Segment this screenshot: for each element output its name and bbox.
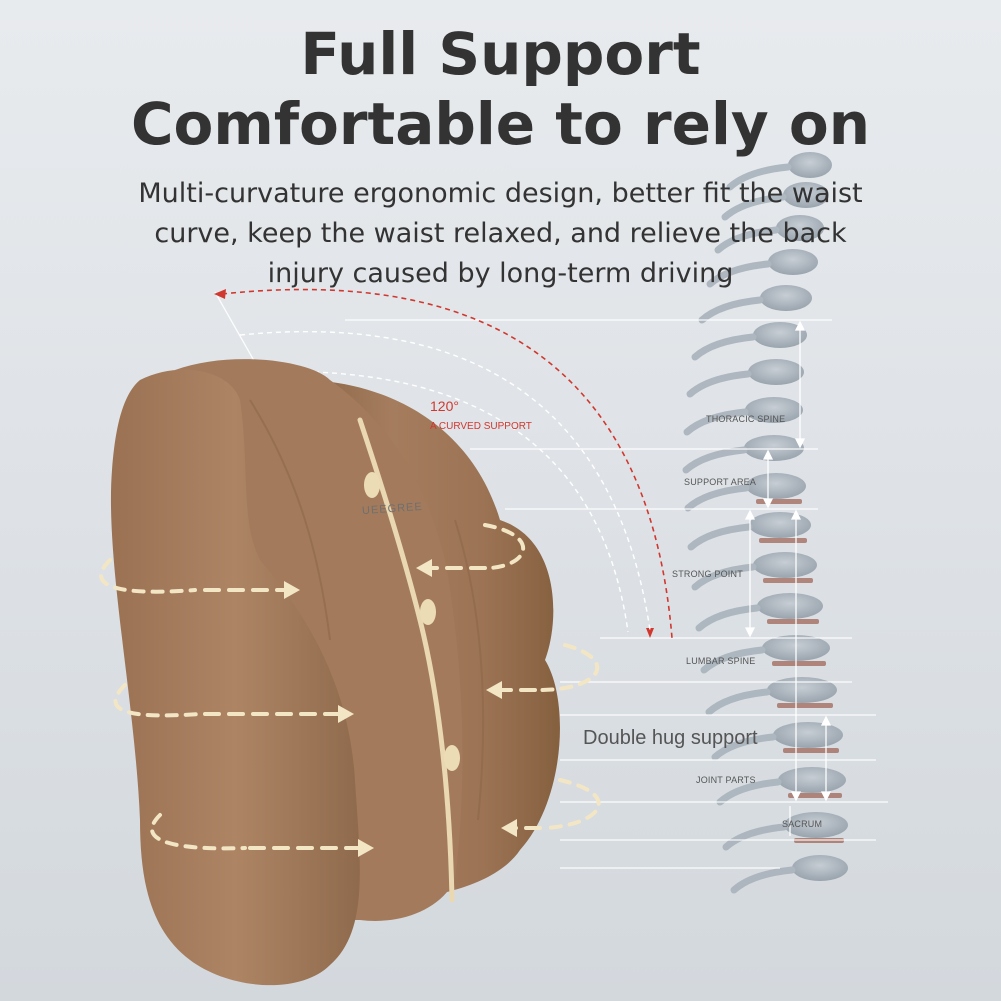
label-joint-parts: JOINT PARTS xyxy=(696,775,756,785)
vertebra-process xyxy=(716,778,782,806)
vertebra-process xyxy=(684,484,750,512)
intervertebral-disc xyxy=(759,538,807,543)
vertebra-process xyxy=(705,688,771,716)
vertebra xyxy=(778,767,846,793)
vertebra xyxy=(788,152,832,178)
vertebra-process xyxy=(721,193,787,221)
vertebra xyxy=(773,722,843,748)
vertebra-process xyxy=(706,260,772,288)
intervertebral-disc xyxy=(756,499,802,504)
vertebra xyxy=(757,593,823,619)
vertebra xyxy=(753,322,807,348)
vertebra xyxy=(753,552,817,578)
vertebra-process xyxy=(686,370,752,398)
vertebra xyxy=(784,812,848,838)
vertebra xyxy=(767,677,837,703)
vertebra xyxy=(783,182,829,208)
vertebra-process xyxy=(698,296,764,324)
vertebra xyxy=(768,249,818,275)
vertebra-process xyxy=(711,733,777,761)
vertebra-process xyxy=(730,866,796,894)
intervertebral-disc xyxy=(783,748,839,753)
intervertebral-disc xyxy=(767,619,819,624)
vertebra xyxy=(749,512,811,538)
vertebra-process xyxy=(722,823,788,851)
hug-arrows xyxy=(99,523,601,851)
curve-angle-label: 120° xyxy=(430,398,459,414)
lumbar-cushion xyxy=(110,359,560,986)
vertebra-process xyxy=(714,226,780,254)
label-support-area: SUPPORT AREA xyxy=(684,477,757,487)
description-line-2: curve, keep the waist relaxed, and relie… xyxy=(154,218,847,249)
vertebra xyxy=(776,215,824,241)
label-strong-point: STRONG POINT xyxy=(672,569,743,579)
headline-line-1: Full Support xyxy=(300,20,701,88)
vertebra-process xyxy=(726,163,792,191)
intervertebral-disc xyxy=(772,661,826,666)
vertebra-process xyxy=(691,333,757,361)
label-thoracic-spine: THORACIC SPINE xyxy=(706,414,786,424)
vertebra-process xyxy=(687,523,753,551)
headline-line-2: Comfortable to rely on xyxy=(130,90,871,158)
guide-lines xyxy=(214,291,888,869)
description: Multi-curvature ergonomic design, better… xyxy=(100,174,901,294)
intervertebral-disc xyxy=(777,703,833,708)
dimension-arrows xyxy=(744,320,832,836)
vertebra xyxy=(745,397,803,423)
vertebra xyxy=(792,855,848,881)
vertebra xyxy=(744,435,804,461)
label-lumbar-spine: LUMBAR SPINE xyxy=(686,656,756,666)
vertebra-process xyxy=(683,408,749,436)
vertebra-process xyxy=(691,563,757,591)
double-hug-label: Double hug support xyxy=(583,727,758,749)
vertebra-process xyxy=(695,604,761,632)
vertebra-process xyxy=(700,646,766,674)
intervertebral-disc xyxy=(763,578,813,583)
curve-support-label: A CURVED SUPPORT xyxy=(430,421,532,432)
vertebra-process xyxy=(682,446,748,474)
curve-arcs xyxy=(214,288,673,639)
vertebra xyxy=(760,285,812,311)
vertebra xyxy=(746,473,806,499)
description-line-1: Multi-curvature ergonomic design, better… xyxy=(138,178,863,209)
vertebra xyxy=(748,359,804,385)
hug-arrowheads xyxy=(284,559,517,857)
description-line-3: injury caused by long-term driving xyxy=(267,258,734,289)
label-sacrum: SACRUM xyxy=(782,819,823,829)
